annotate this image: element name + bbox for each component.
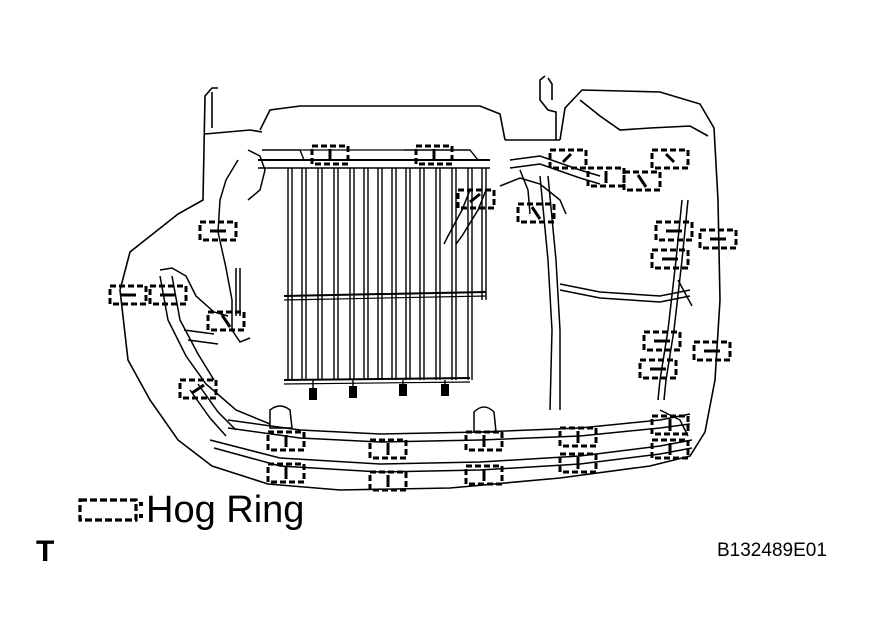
hog-ring-marker-icon <box>464 430 504 452</box>
hog-ring-marker-icon <box>464 464 504 486</box>
hog-ring-marker-icon <box>310 144 350 166</box>
seat-cushion-outline <box>119 75 721 491</box>
legend-label: Hog Ring <box>146 489 305 531</box>
hog-ring-marker-icon <box>558 426 598 448</box>
hog-ring-marker-icon <box>650 438 690 460</box>
hog-ring-marker-icon <box>266 430 306 452</box>
figure-code: B132489E01 <box>717 540 827 561</box>
hog-ring-marker-icon <box>692 340 732 362</box>
hog-ring-marker-icon <box>516 202 556 224</box>
hog-ring-marker-icon <box>650 414 690 436</box>
hog-ring-marker-icon <box>638 358 678 380</box>
hog-ring-marker-icon <box>650 248 690 270</box>
legend-colon <box>139 502 143 518</box>
hog-ring-marker-icon <box>198 220 238 242</box>
hog-ring-marker-icon <box>414 144 454 166</box>
corner-mark: T <box>36 535 55 568</box>
hog-ring-marker-icon <box>642 330 682 352</box>
hog-ring-marker-icon <box>178 378 218 400</box>
hog-ring-marker-icon <box>548 148 588 170</box>
hog-ring-marker-icon <box>650 148 690 170</box>
lower-rods <box>189 383 693 473</box>
spring-anchors <box>309 380 449 400</box>
hog-ring-marker-icon <box>148 284 188 306</box>
hog-ring-marker-icon <box>456 188 496 210</box>
hog-ring-marker-icon <box>654 220 694 242</box>
hog-ring-markers <box>108 144 738 492</box>
hog-ring-marker-icon <box>266 462 306 484</box>
hog-ring-marker-icon <box>622 170 662 192</box>
hog-ring-symbol-icon <box>78 498 138 522</box>
hog-ring-marker-icon <box>368 470 408 492</box>
hog-ring-marker-icon <box>368 438 408 460</box>
hog-ring-marker-icon <box>108 284 148 306</box>
left-side-frame <box>159 149 271 425</box>
hog-ring-marker-icon <box>206 310 246 332</box>
right-side-frame <box>443 155 693 411</box>
spring-grid <box>258 149 490 400</box>
hog-ring-marker-icon <box>698 228 738 250</box>
hog-ring-marker-icon <box>558 452 598 474</box>
hog-ring-marker-icon <box>586 166 626 188</box>
